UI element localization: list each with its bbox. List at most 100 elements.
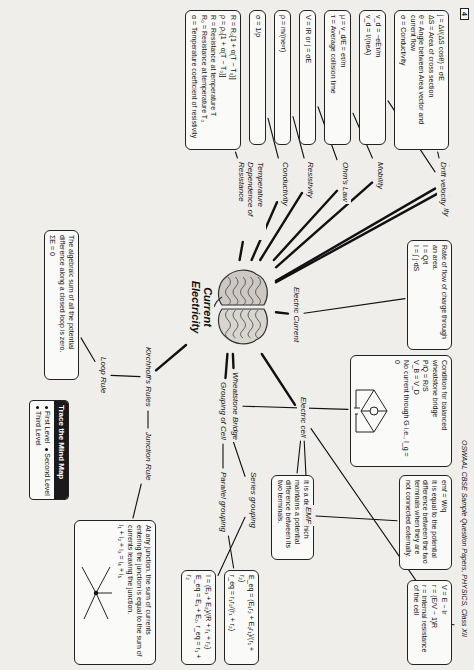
formula-box: σ = 1/ρ (249, 10, 266, 145)
node-text: I = ∫ j·dS (411, 245, 420, 345)
formula-box: I = (E₁ + E₂)/(R + r₁ + r₂)E_eq = E₁ + E… (181, 570, 216, 665)
node-text: Ohm's Law (340, 162, 350, 202)
brain-illustration (214, 267, 270, 347)
level-item: Second Level (43, 448, 52, 495)
formula-box: ρ = m/(ne²τ) (274, 10, 291, 145)
formula-box: μ = v_d/E = eτ/mτ = Average collision ti… (325, 10, 352, 145)
branch-line (240, 242, 243, 260)
formula-box: v_d = −eEτ/mv_d = I/(neA) (360, 10, 387, 145)
node-text: τ = Average collision time (329, 15, 338, 140)
branch-line (243, 406, 348, 409)
page-number: 4 (460, 8, 469, 20)
node-text: v_d = I/(neA) (364, 15, 373, 140)
node-text: emf = W/q (439, 480, 448, 565)
node-text: V_B = V_D (411, 360, 420, 462)
branch-line (232, 354, 235, 368)
level-item: Third Level (33, 406, 42, 446)
formula-box: R = R₀[1 + α(T − T₀)]ρ = ρ₀[1 + α(T − T₀… (185, 10, 241, 150)
branch-line (304, 299, 405, 314)
formula-box: V = E − Irr = (E/V − 1)Rr = Internal res… (407, 580, 452, 665)
node-text: r = (E/V − 1)R (430, 585, 439, 660)
topic-label: Mobility (374, 160, 386, 191)
branch-line (222, 444, 223, 468)
branch-line (297, 441, 300, 473)
topic-label: Electric cell (297, 395, 309, 439)
topic-label: Resistivity (304, 160, 316, 200)
topic-label: EMF (302, 505, 314, 526)
node-text: σ = 1/ρ (253, 15, 262, 140)
formula-box: The algebraic sum of all the potential d… (44, 230, 79, 380)
node-text: σ = Conductivity (398, 15, 407, 145)
branch-line (133, 484, 141, 518)
topic-label: Temperature Dependence of Resistance (235, 160, 266, 240)
branch-line (226, 354, 228, 378)
running-header: OSWAAL CBSE Sample Question Papers, PHYS… (461, 440, 468, 637)
node-text: V = IR or j = σE (303, 15, 312, 140)
topic-label: Conductivity (279, 160, 291, 208)
branch-line (81, 338, 95, 362)
topic-label: Series grouping (247, 470, 259, 530)
bullet-dot (45, 406, 48, 409)
level-text: First Level (44, 411, 51, 443)
node-text: At any junction, the sum of currents ent… (126, 525, 152, 660)
node-text: E_eq = E₁ + E₂, r_eq = r₁ + r₂ (185, 575, 203, 660)
node-text: i₁ + i₂ + i₃ = i₄ + i₅ (116, 525, 125, 660)
node-text: EMF (303, 507, 313, 524)
level-text: Third Level (35, 411, 42, 446)
node-text: Electric Current (291, 287, 301, 342)
junction-symbol (78, 563, 114, 623)
topic-label: Electric Current (290, 285, 302, 344)
formula-box: V = IR or j = σE (299, 10, 316, 145)
node-text: ρ = ρ₀[1 + α(T − T₀)] (219, 15, 228, 145)
branch-line (276, 312, 288, 313)
topic-label: Drift velocity (437, 160, 449, 208)
node-text: I = (E₁ + E₂)/(R + r₁ + r₂) (203, 575, 212, 660)
node-text: Mobility (375, 162, 385, 189)
node-text: R₀ = Resistance at temperature T₀ (199, 15, 208, 145)
node-text: Trace the Mind Map (54, 401, 68, 499)
topic-label: Ohm's Law (339, 160, 351, 204)
formula-box: Condition for balanced wheatstone bridge… (351, 355, 453, 467)
bullet-dot (36, 406, 39, 409)
node-text: R = R₀[1 + α(T − T₀)] (228, 15, 237, 145)
formula-box: emf = W/qIt is equal to the potential di… (399, 475, 452, 570)
node-text: Kirchhoff's Rules (143, 347, 153, 407)
node-text: Wheatstone Bridge (230, 372, 240, 440)
central-topic: Current Electricity (188, 262, 274, 352)
node-text: μ = v_d/E = eτ/m (338, 15, 347, 140)
node-text: Loop Rule (98, 357, 108, 393)
node-text: ΔS = Area of cross section (427, 15, 436, 145)
formula-box: E_eq = (E₁r₂ + E₂r₁)/(r₁ + r₂)r_eq = r₁r… (224, 570, 259, 665)
node-text: Current Electricity (190, 264, 214, 350)
node-text: Rate of flow of charge through an area. (431, 245, 449, 345)
node-text: ΣE = 0 (48, 235, 57, 375)
node-text: Temperature Dependence of Resistance (236, 162, 265, 238)
branch-line (262, 354, 295, 405)
node-text: α = Temperature coefficient of resistivi… (189, 15, 198, 145)
formula-box: At any junction, the sum of currents ent… (74, 520, 156, 665)
branch-line (438, 152, 439, 158)
branch-line (316, 516, 397, 521)
topic-label: Wheatstone Bridge (229, 370, 241, 442)
node-text: I = Q/t (421, 245, 430, 345)
topic-label: Loop Rule (97, 355, 109, 395)
legend-box: Trace the Mind MapFirst LevelSecond Leve… (29, 400, 69, 500)
branch-line (147, 411, 148, 428)
topic-label: Junction Rule (142, 430, 154, 482)
branch-line (236, 152, 238, 158)
wheatstone-bridge-symbol (355, 386, 391, 436)
node-text: R = Resistance at temperature T (209, 15, 218, 145)
level-text: Second Level (44, 453, 51, 495)
node-text: Junction Rule (143, 432, 153, 480)
formula-box: j = ΔI/(ΔS cosθ) = σEΔS = Area of cross … (394, 10, 449, 150)
node-text: θ = Angle between Area vector and curren… (408, 15, 426, 145)
node-text: E_eq = (E₁r₂ + E₂r₁)/(r₁ + r₂) (238, 575, 256, 660)
node-text: Series grouping (248, 472, 258, 528)
topic-label: Grouping of Cell (217, 380, 229, 442)
node-text: r = Internal resistance of the cell (411, 585, 429, 660)
node-text: Condition for balanced wheatstone bridge (431, 360, 449, 462)
formula-box: Rate of flow of charge through an area.I… (407, 240, 452, 350)
node-text: Conductivity (280, 162, 290, 206)
node-text: Electric cell (298, 397, 308, 437)
